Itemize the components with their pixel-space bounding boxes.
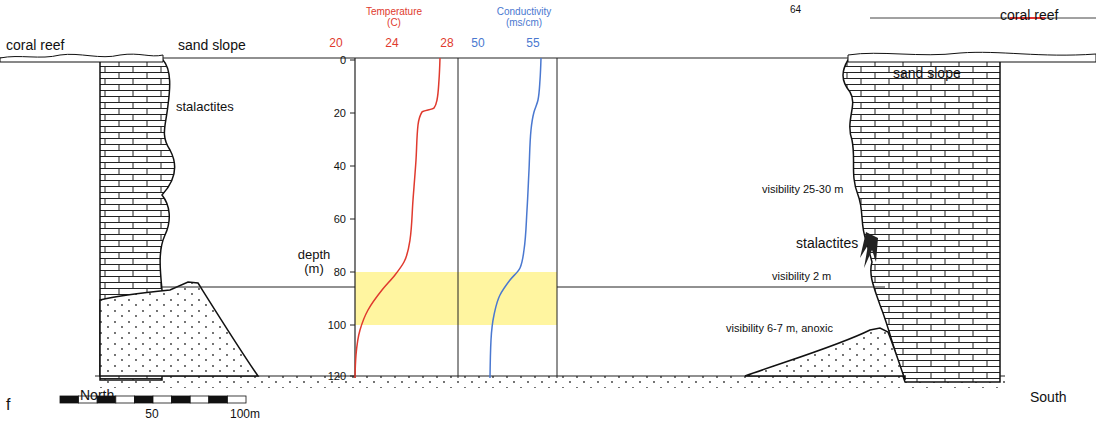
region-label: sand slope xyxy=(893,66,961,81)
tick-mark xyxy=(350,272,355,273)
region-label: coral reef xyxy=(6,38,64,53)
axis-title: Conductivity (ms/cm) xyxy=(488,6,560,28)
tick-label: 40 xyxy=(334,160,346,172)
feature-label: stalactites xyxy=(176,100,234,114)
scale-label: 100m xyxy=(230,408,260,421)
scale-segment xyxy=(116,396,135,403)
scale-segment xyxy=(227,396,246,403)
direction-label: South xyxy=(1030,390,1067,405)
fragment-line xyxy=(870,18,1096,19)
panel-divider xyxy=(458,58,459,378)
note-label: visibility 6-7 m, anoxic xyxy=(724,322,835,334)
tick-mark xyxy=(350,166,355,167)
feature-label: stalactites xyxy=(796,236,858,251)
note-label: visibility 2 m xyxy=(770,270,833,282)
tick-label: 24 xyxy=(385,37,398,50)
tick-mark xyxy=(350,219,355,220)
scale-segment xyxy=(153,396,172,403)
tick-label: 20 xyxy=(334,107,346,119)
temperature-profile xyxy=(355,58,440,378)
region-label: sand slope xyxy=(178,38,246,53)
tick-label: 60 xyxy=(334,213,346,225)
tick-mark xyxy=(350,60,355,61)
note-label: visibility 25-30 m xyxy=(762,183,843,195)
tick-label: 120 xyxy=(328,370,346,382)
highlight-band xyxy=(355,272,557,325)
depth-axis xyxy=(354,58,355,378)
bottom-sediment xyxy=(95,376,1005,388)
region-label: coral reef xyxy=(1000,8,1058,23)
tick-mark xyxy=(350,325,355,326)
scale-segment xyxy=(190,396,209,403)
scale-segment xyxy=(172,396,191,403)
sand-mound xyxy=(745,328,905,380)
sand-mound xyxy=(100,282,258,376)
right-reef xyxy=(848,52,1096,62)
tick-label: 28 xyxy=(440,37,453,50)
page-number: 64 xyxy=(790,4,801,15)
tick-label: 80 xyxy=(334,266,346,278)
tick-label: 20 xyxy=(329,37,342,50)
scale-segment xyxy=(134,396,153,403)
tick-mark xyxy=(350,376,355,377)
stalactites xyxy=(860,232,878,268)
level-line xyxy=(557,287,885,288)
panel-divider xyxy=(557,58,558,378)
left-reef xyxy=(0,54,163,62)
panel-letter: f xyxy=(6,396,10,414)
scale-label: 50 xyxy=(145,408,158,421)
tick-label: 0 xyxy=(340,54,346,66)
axis-title: Temperature (C) xyxy=(358,6,430,28)
scale-segment xyxy=(60,396,79,403)
scale-segment xyxy=(209,396,228,403)
direction-label: North xyxy=(80,388,114,403)
tick-label: 100 xyxy=(328,319,346,331)
tick-label: 50 xyxy=(471,37,484,50)
tick-label: 55 xyxy=(526,37,539,50)
conductivity-profile xyxy=(490,58,541,378)
axis-title: depth (m) xyxy=(286,248,342,277)
level-line xyxy=(162,287,355,288)
tick-mark xyxy=(350,113,355,114)
